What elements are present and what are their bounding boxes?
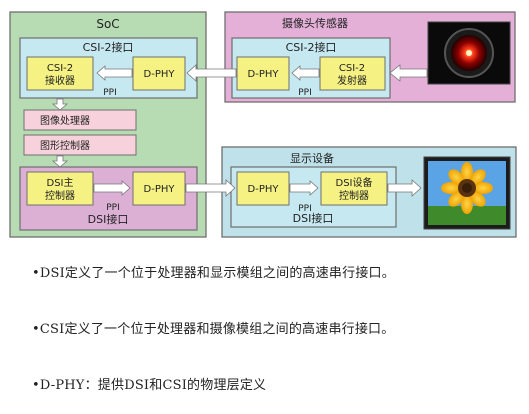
dsi-host-controller-block [26,171,94,206]
soc-dsi-ppi-label: PPI [106,203,120,213]
dsi-link-arrow [185,179,236,197]
soc-csi-ppi-label: PPI [103,88,117,98]
camera-to-transmitter-arrow [389,64,428,82]
csi-link-arrow [186,64,237,82]
csi2-receiver-block [26,56,94,91]
camera-dphy-block [236,56,290,91]
csi-dsi-architecture-diagram: SoC 摄像头传感器 显示设备 CSI-2接口 CSI-2 接收器 D-PHY … [9,11,517,238]
camera-csi2-interface-title: CSI-2接口 [286,41,337,54]
dsi-device-controller-block [320,171,388,206]
csi2-receiver-line1: CSI-2 [47,63,73,74]
bullet-csi-definition: •CSI定义了一个位于处理器和摄像模组之间的高速串行接口。 [32,322,395,337]
sunflower-image [441,162,493,214]
camera-lens-highlight [466,50,472,56]
csi2-transmitter-line2: 发射器 [337,74,367,87]
bullet-dphy-definition: •D-PHY：提供DSI和CSI的物理层定义 [32,378,267,393]
soc-title: SoC [96,17,119,31]
receiver-to-image-processor-arrow [51,98,69,111]
image-processor-label: 图像处理器 [40,115,90,127]
display-dphy-block [236,171,290,206]
soc-csi2-interface-title: CSI-2接口 [83,41,134,54]
soc-csi-dphy-block [132,56,186,91]
display-ppi-arrow [289,180,319,196]
graphics-controller-block [23,134,137,156]
display-ppi-label: PPI [298,204,312,214]
image-processor-block [23,109,137,131]
graphics-controller-label: 图形控制器 [40,139,90,152]
dsi-host-controller-line2: 控制器 [45,189,75,202]
dsi-device-controller-line1: DSI设备 [336,176,373,189]
dsi-host-controller-line1: DSI主 [47,177,74,189]
display-screen-leaves [428,206,506,225]
display-dphy-label: D-PHY [248,184,280,195]
csi2-transmitter-line1: CSI-2 [339,63,365,74]
csi2-receiver-line2: 接收器 [45,74,75,87]
dsi-device-controller-line2: 控制器 [339,189,369,202]
controller-to-screen-arrow [387,179,422,197]
camera-sensor-title: 摄像头传感器 [282,16,348,30]
graphics-to-dsi-host-arrow [51,155,69,168]
soc-csi-ppi-arrow [96,65,133,81]
soc-dsi-ppi-arrow [93,180,131,196]
soc-csi-dphy-label: D-PHY [144,69,176,80]
bullet-dsi-definition: •DSI定义了一个位于处理器和显示模组之间的高速串行接口。 [32,266,395,281]
soc-dsi-dphy-block [132,171,186,206]
camera-dphy-label: D-PHY [248,69,280,80]
soc-dsi-interface-label: DSI接口 [88,213,129,226]
display-device-title: 显示设备 [290,151,334,165]
display-dsi-interface-label: DSI接口 [293,212,334,225]
soc-dsi-dphy-label: D-PHY [144,184,176,195]
camera-ppi-label: PPI [298,88,312,98]
csi2-transmitter-block [319,56,386,91]
camera-ppi-arrow [291,65,320,81]
